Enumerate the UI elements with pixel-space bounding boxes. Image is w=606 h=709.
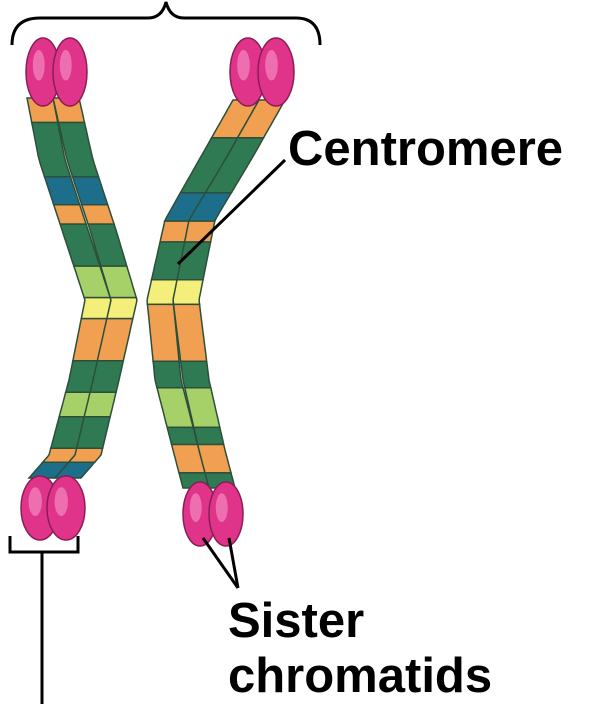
sister-chromatids-label-line1: Sister xyxy=(228,593,364,649)
left-strand-a-band-orange xyxy=(54,205,86,224)
left-strand-b-band-yellow xyxy=(107,298,137,319)
right-bottom-telomere-a-highlight xyxy=(190,493,202,522)
right-strand-a-band-dark_green xyxy=(153,361,183,388)
left-chromosome-arm xyxy=(21,38,137,540)
sister-chromatids-label-line2: chromatids xyxy=(228,648,492,704)
left-strand-b-band-light_green xyxy=(84,392,116,417)
right-top-telomere-a-highlight xyxy=(237,50,250,81)
right-strand-a-band-dark_green xyxy=(167,427,197,444)
centromere-label: Centromere xyxy=(288,121,563,177)
left-strand-a-band-yellow xyxy=(81,298,111,319)
left-bottom-telomere-b-highlight xyxy=(55,487,68,516)
left-top-telomere-a-highlight xyxy=(33,50,45,81)
right-strand-b-band-dark_green xyxy=(194,427,224,444)
right-top-telomere-b-highlight xyxy=(265,50,278,81)
right-bottom-telomere-b-highlight xyxy=(216,493,228,522)
right-chromosome-arm xyxy=(147,38,294,546)
left-top-telomere-b-highlight xyxy=(60,50,72,81)
left-strand-b-band-orange xyxy=(82,205,114,224)
left-bottom-telomere-a-highlight xyxy=(29,487,42,516)
right-strand-b-band-dark_green xyxy=(181,361,211,388)
right-strand-b-band-yellow xyxy=(173,280,203,305)
